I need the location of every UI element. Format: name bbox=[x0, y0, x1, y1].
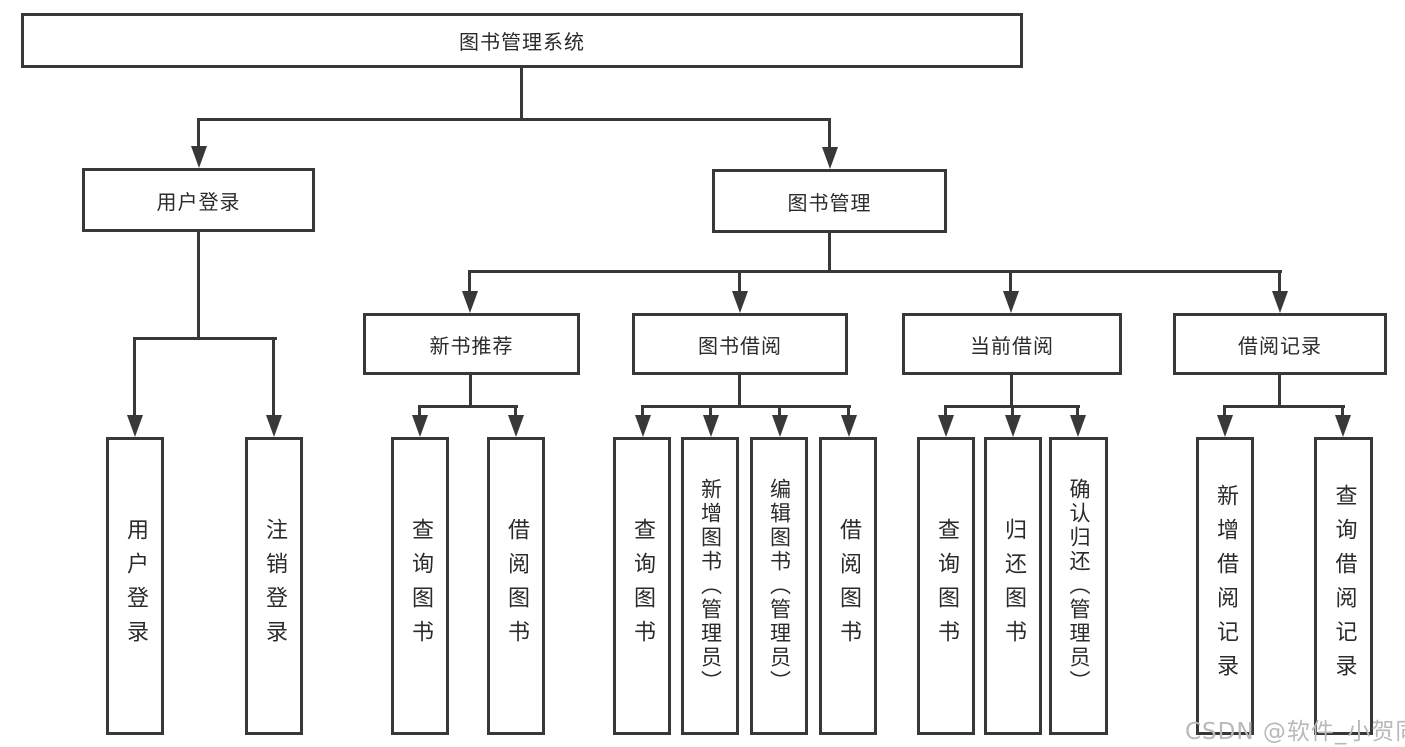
connector-to-borrowing-records bbox=[1278, 270, 1281, 291]
node-book-management: 图书管理 bbox=[712, 169, 947, 233]
arrow-down-icon bbox=[1005, 415, 1021, 437]
arrow-down-icon bbox=[1335, 415, 1351, 437]
connector-records-rail bbox=[1223, 405, 1345, 408]
leaf-borrowing-edit-books-admin: 编辑图书（管理员） bbox=[750, 437, 808, 735]
connector-recommend-stem bbox=[469, 375, 472, 405]
arrow-down-icon bbox=[1003, 291, 1019, 313]
leaf-recommend-borrow-books: 借阅图书 bbox=[487, 437, 545, 735]
leaf-logout: 注销登录 bbox=[245, 437, 303, 735]
arrow-down-icon bbox=[938, 415, 954, 437]
connector-recommend-rail bbox=[418, 405, 518, 408]
node-borrowing-records: 借阅记录 bbox=[1173, 313, 1387, 375]
connector-to-current-query bbox=[944, 405, 947, 415]
connector-to-borrowing-edit bbox=[778, 405, 781, 415]
connector-to-user-login bbox=[197, 118, 200, 146]
connector-to-new-book-recommend bbox=[468, 270, 471, 291]
connector-to-recommend-borrow bbox=[514, 405, 517, 415]
leaf-borrowing-add-books-admin: 新增图书（管理员） bbox=[681, 437, 739, 735]
leaf-user-login: 用户登录 bbox=[106, 437, 164, 735]
arrow-down-icon bbox=[462, 291, 478, 313]
connector-to-current-return bbox=[1011, 405, 1014, 415]
leaf-borrowing-borrow-books: 借阅图书 bbox=[819, 437, 877, 735]
connector-to-current-borrowing bbox=[1009, 270, 1012, 291]
connector-to-recommend-query bbox=[418, 405, 421, 415]
connector-to-leaf-logout bbox=[272, 337, 275, 415]
arrow-down-icon bbox=[703, 415, 719, 437]
arrow-down-icon bbox=[822, 147, 838, 169]
node-root-library-system: 图书管理系统 bbox=[21, 13, 1023, 68]
connector-to-current-confirm bbox=[1076, 405, 1079, 415]
leaf-current-query-books: 查询图书 bbox=[917, 437, 975, 735]
leaf-recommend-query-books: 查询图书 bbox=[391, 437, 449, 735]
arrow-down-icon bbox=[1272, 291, 1288, 313]
leaf-current-return-books: 归还图书 bbox=[984, 437, 1042, 735]
node-user-login: 用户登录 bbox=[82, 168, 315, 232]
connector-borrowing-stem bbox=[738, 375, 741, 405]
arrow-down-icon bbox=[635, 415, 651, 437]
node-book-borrowing: 图书借阅 bbox=[632, 313, 848, 375]
arrow-down-icon bbox=[412, 415, 428, 437]
connector-root-stem bbox=[520, 68, 523, 118]
arrow-down-icon bbox=[191, 146, 207, 168]
connector-to-book-borrowing bbox=[738, 270, 741, 291]
connector-to-records-add bbox=[1223, 405, 1226, 415]
connector-book-management-stem bbox=[828, 233, 831, 270]
connector-level3-rail bbox=[468, 270, 1282, 273]
arrow-down-icon bbox=[508, 415, 524, 437]
connector-to-leaf-user-login bbox=[133, 337, 136, 415]
connector-level2-rail bbox=[197, 118, 831, 121]
leaf-records-add-record: 新增借阅记录 bbox=[1196, 437, 1254, 735]
connector-to-book-management bbox=[828, 118, 831, 147]
arrow-down-icon bbox=[772, 415, 788, 437]
connector-to-borrowing-query bbox=[641, 405, 644, 415]
leaf-borrowing-query-books: 查询图书 bbox=[613, 437, 671, 735]
connector-records-stem bbox=[1278, 375, 1281, 405]
arrow-down-icon bbox=[1217, 415, 1233, 437]
arrow-down-icon bbox=[732, 291, 748, 313]
arrow-down-icon bbox=[841, 415, 857, 437]
arrow-down-icon bbox=[127, 415, 143, 437]
connector-to-records-query bbox=[1341, 405, 1344, 415]
connector-to-borrowing-add bbox=[709, 405, 712, 415]
connector-user-login-rail bbox=[133, 337, 277, 340]
leaf-records-query-record: 查询借阅记录 bbox=[1314, 437, 1373, 735]
connector-user-login-stem bbox=[197, 232, 200, 337]
node-new-book-recommend: 新书推荐 bbox=[363, 313, 580, 375]
connector-current-stem bbox=[1010, 375, 1013, 405]
leaf-current-confirm-return-admin: 确认归还（管理员） bbox=[1049, 437, 1108, 735]
csdn-watermark: CSDN @软件_小贺同学 bbox=[1185, 719, 1405, 745]
connector-to-borrowing-borrow bbox=[847, 405, 850, 415]
connector-borrowing-rail bbox=[641, 405, 851, 408]
node-current-borrowing: 当前借阅 bbox=[902, 313, 1122, 375]
arrow-down-icon bbox=[266, 415, 282, 437]
arrow-down-icon bbox=[1070, 415, 1086, 437]
